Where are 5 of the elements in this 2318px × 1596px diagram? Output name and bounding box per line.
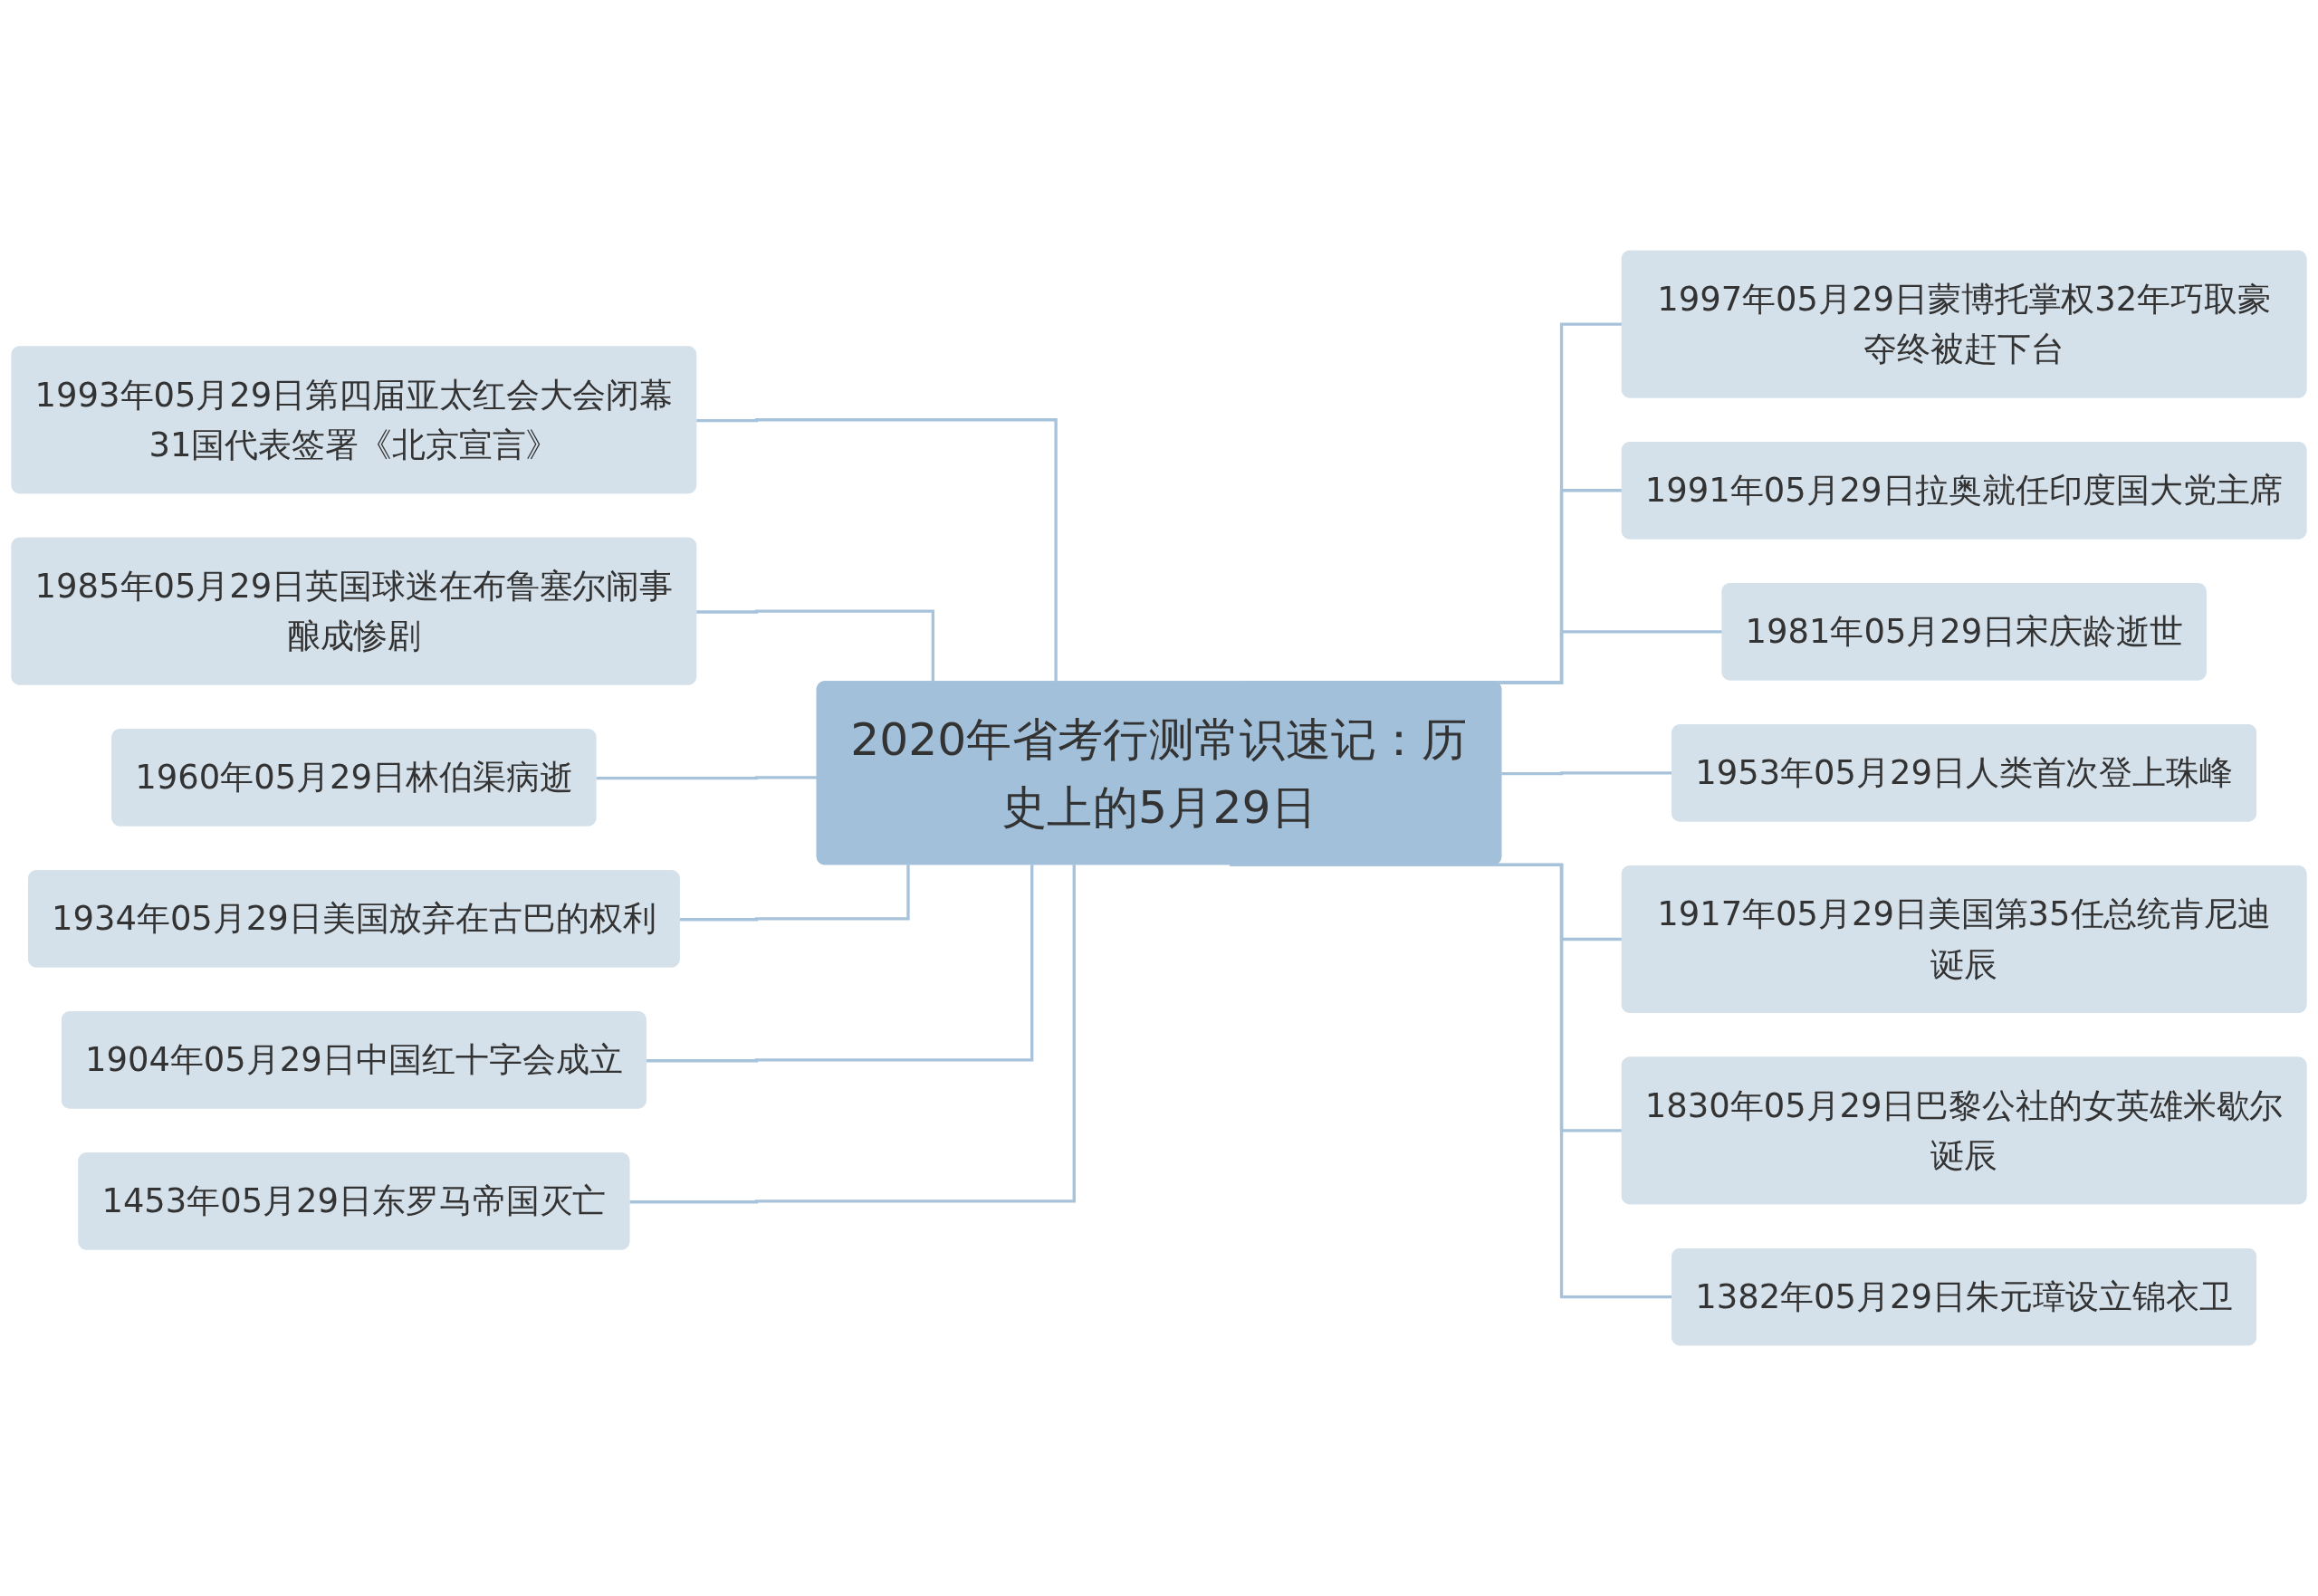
connector [696,418,1058,683]
connector [646,865,1034,1063]
connector [679,865,910,922]
connector [629,865,1076,1204]
connector [696,609,935,683]
